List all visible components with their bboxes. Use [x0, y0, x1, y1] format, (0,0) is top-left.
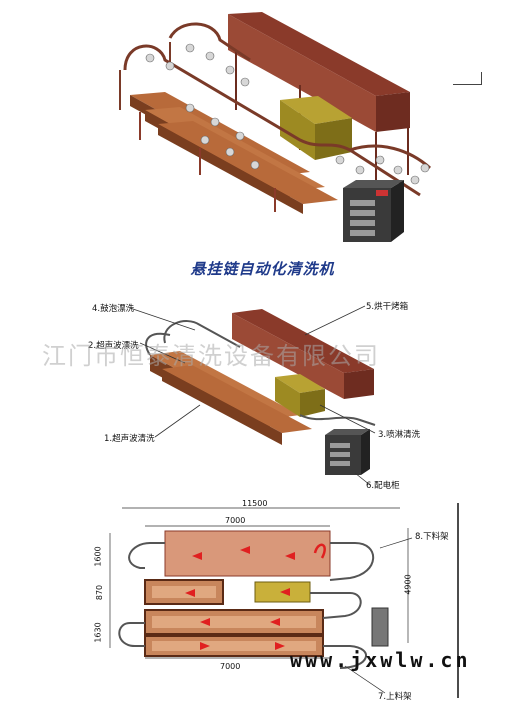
company-watermark: 江门市恒泰清洗设备有限公司: [42, 342, 380, 370]
bracket-icon: [453, 72, 482, 85]
figure-caption: 悬挂链自动化清洗机: [190, 260, 335, 278]
site-watermark: www.jxwlw.cn: [290, 648, 471, 672]
label-ultrasonic-rinse: 2.超声波漂洗: [88, 341, 139, 351]
dim-left-mid: 870: [95, 584, 105, 601]
dim-bottom-width: 7000: [220, 662, 241, 671]
label-spray-clean: 3.喷淋清洗: [378, 430, 421, 440]
dim-left-bottom: 1630: [93, 622, 103, 643]
machine-3d-illustration: [119, 12, 432, 242]
dim-left-top: 1600: [93, 546, 103, 567]
label-ultrasonic-clean: 1.超声波清洗: [104, 434, 155, 444]
dim-top-width: 7000: [225, 516, 246, 525]
label-load-rack: 7.上料架: [378, 692, 412, 702]
label-unload-rack: 8.下料架: [415, 532, 449, 542]
dim-total-width: 11500: [242, 499, 268, 508]
label-bubble-rinse: 4.鼓泡漂洗: [92, 304, 135, 314]
label-electrical-cabinet: 6.配电柜: [366, 481, 400, 491]
label-drying-oven: 5.烘干烤箱: [366, 302, 409, 312]
machine-labeled-illustration: [129, 305, 376, 486]
dim-right-height: 4900: [403, 574, 413, 595]
plan-drawing: [109, 503, 459, 698]
